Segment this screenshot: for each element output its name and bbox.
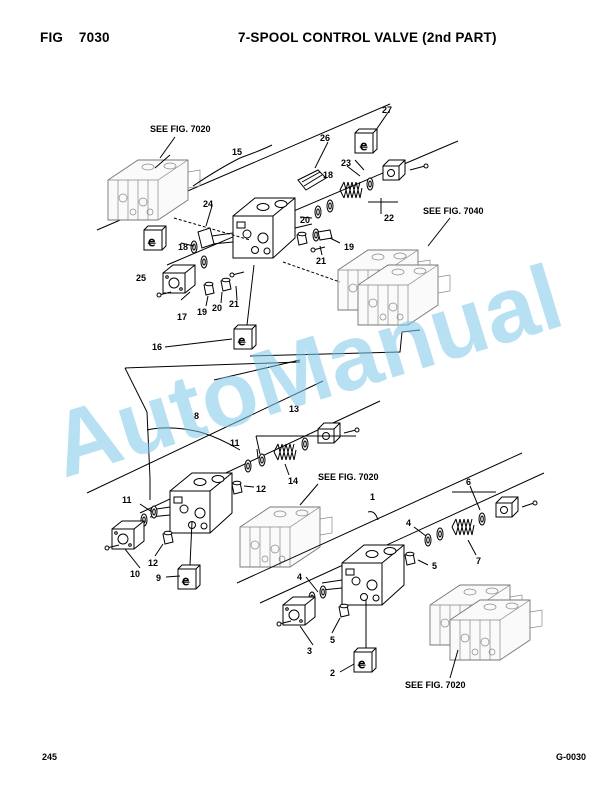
plug-5-right	[404, 551, 416, 566]
callout-20-top-left: 20	[212, 303, 222, 313]
plug-5-left	[338, 603, 350, 618]
callout-13: 13	[289, 404, 299, 414]
callout-15: 15	[232, 147, 242, 157]
callout-4-left: 4	[297, 572, 302, 582]
callout-5-left: 5	[330, 635, 335, 645]
callout-9: 9	[156, 573, 161, 583]
plug-12-middle	[231, 480, 243, 495]
figure-title: 7-SPOOL CONTROL VALVE (2nd PART)	[238, 30, 497, 45]
callout-12-left: 12	[148, 558, 158, 568]
page-code: G-0030	[556, 752, 587, 762]
dust-boot-26	[297, 169, 327, 191]
callout-2: 2	[330, 668, 335, 678]
svg-text:ꬳ: ꬳ	[147, 235, 156, 250]
oring-11-middle	[258, 453, 266, 467]
callout-12-middle: 12	[256, 484, 266, 494]
valve-section-bottom	[341, 544, 405, 606]
page-number: 245	[42, 752, 58, 762]
callout-10: 10	[130, 569, 140, 579]
callout-21-top-left: 21	[229, 299, 239, 309]
callout-4-right: 4	[406, 518, 411, 528]
ghost-valve-fig7020-middle	[239, 506, 333, 568]
callout-18-left: 18	[178, 242, 188, 252]
svg-text:ꬳ: ꬳ	[181, 574, 190, 589]
callout-18-top-right: 18	[323, 170, 333, 180]
spring-14	[273, 443, 297, 461]
oring-18-top	[314, 205, 322, 219]
callout-25: 25	[136, 273, 146, 283]
callout-5-right: 5	[432, 561, 437, 571]
plug-20-top	[220, 277, 232, 292]
group-line-bottom	[236, 452, 523, 584]
end-cap-22-top	[382, 159, 406, 181]
callout-19-top-right: 19	[344, 242, 354, 252]
valve-section-top	[232, 197, 296, 259]
callout-22: 22	[384, 213, 394, 223]
reference-fig7020-top: SEE FIG. 7020	[150, 124, 211, 134]
end-plate-17	[162, 264, 196, 294]
plug-20-top-right	[296, 231, 308, 246]
end-plate-10	[111, 520, 145, 550]
plug-12-left	[162, 530, 174, 545]
callout-19-top-left: 19	[197, 307, 207, 317]
valve-section-middle	[169, 472, 233, 534]
reference-fig7020-middle: SEE FIG. 7020	[318, 472, 379, 482]
callout-17: 17	[177, 312, 187, 322]
svg-text:ꬳ: ꬳ	[357, 657, 366, 672]
callout-21-top-right: 21	[316, 256, 326, 266]
spring-7	[451, 518, 475, 536]
callout-8: 8	[194, 411, 199, 421]
group-line-middle	[86, 380, 324, 494]
callout-23: 23	[341, 158, 351, 168]
callout-14: 14	[288, 476, 298, 486]
callout-11-left: 11	[122, 495, 132, 505]
reference-fig7020-bottom: SEE FIG. 7020	[405, 680, 466, 690]
figure-number: FIG 7030	[40, 30, 110, 45]
callout-24: 24	[203, 199, 213, 209]
ghost-valve-fig7020-top	[107, 159, 201, 221]
callout-16: 16	[152, 342, 162, 352]
decal-glyph-27: ꬳ	[359, 139, 368, 154]
end-cap-6	[495, 496, 519, 518]
svg-text:ꬳ: ꬳ	[237, 334, 246, 349]
callout-3: 3	[307, 646, 312, 656]
callout-7: 7	[476, 556, 481, 566]
oring-18-left	[190, 240, 198, 254]
group-line-top-lower	[166, 140, 459, 266]
callout-11-middle: 11	[230, 438, 240, 448]
callout-27: 27	[382, 105, 392, 115]
plug-19-top	[203, 281, 215, 296]
end-plate-3	[282, 596, 316, 626]
callout-20-top-right: 20	[300, 215, 310, 225]
callout-6: 6	[466, 477, 471, 487]
callout-1: 1	[370, 492, 375, 502]
spool-24	[197, 227, 215, 249]
callout-26: 26	[320, 133, 330, 143]
end-cap-13	[317, 422, 341, 444]
watermark: AutoManual	[40, 246, 573, 497]
reference-fig7040: SEE FIG. 7040	[423, 206, 484, 216]
